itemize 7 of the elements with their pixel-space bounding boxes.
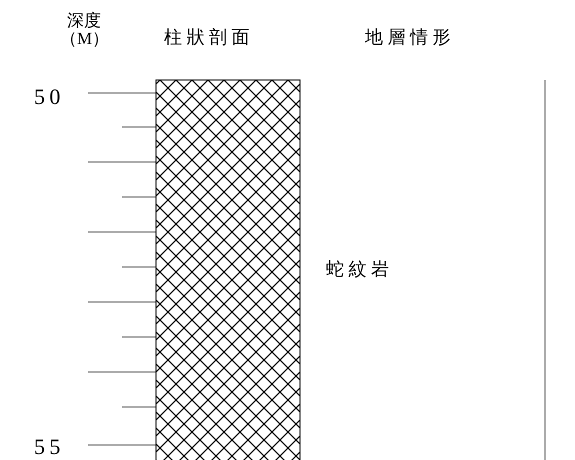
- crosshatch-column: [156, 80, 300, 460]
- column-header: 深度（M）: [60, 12, 108, 48]
- column-header: 柱狀剖面: [164, 26, 254, 49]
- rock-type-label: 蛇紋岩: [326, 258, 394, 281]
- depth-label: 50: [34, 83, 65, 111]
- column-header: 地層情形: [365, 26, 455, 49]
- depth-label: 55: [34, 433, 65, 460]
